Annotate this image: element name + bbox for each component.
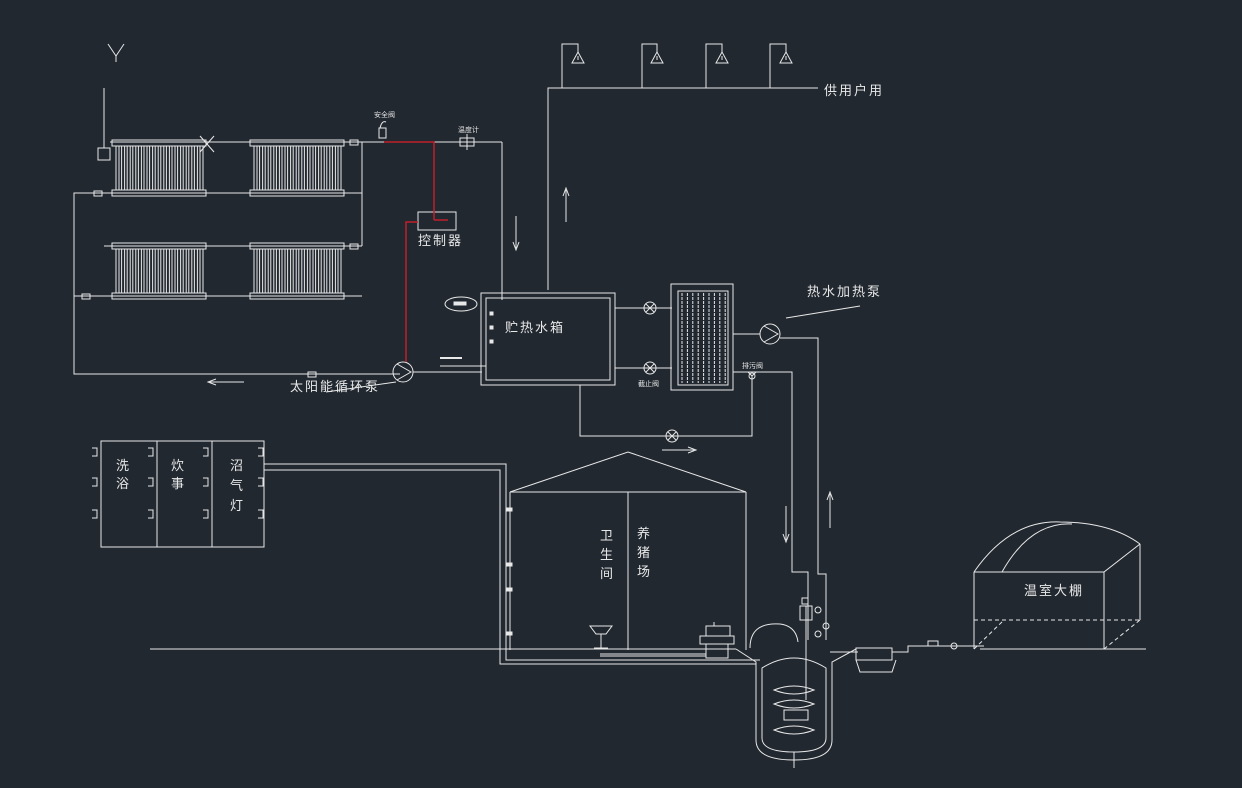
user-supply-pipe [547,43,818,290]
thermometer-label: 温度计 [458,125,479,134]
valve-label-2: 截止阀 [638,379,659,388]
storage-tank-label: 贮热水箱 [505,320,565,336]
thermometer-icon [459,134,475,150]
flow-arrow-icon [782,506,790,544]
control-lines [384,141,448,362]
controller-label: 控制器 [418,234,463,249]
greenhouse-label: 温室大棚 [1024,583,1084,599]
solar-collector-panel [111,139,207,197]
shower-head-icon [571,50,585,64]
collector-piping [73,135,503,378]
flow-arrow-icon [206,378,244,386]
greenhouse-building [973,521,1141,650]
pig-farm-label: 猪 [637,546,652,561]
flow-arrow-icon [826,490,834,528]
flow-arrow-icon [562,186,570,222]
cooking-label: 炊 [171,459,186,474]
toilet-label: 间 [600,567,615,582]
exchanger-piping [579,301,753,454]
antenna-icon [97,43,125,161]
pig-farm-building [505,451,747,650]
solar-pump-icon [325,361,482,393]
controller-box [417,211,457,231]
bath-label: 浴 [116,477,131,492]
biogas-pipe [264,463,760,665]
biogas-lamp-label: 灯 [230,499,245,514]
toilet-label: 生 [600,548,615,563]
solar-pump-label: 太阳能循环泵 [290,380,380,395]
solar-collector-panel [249,139,345,197]
heat-exchanger [670,283,734,391]
pig-farm-label: 场 [637,565,652,580]
flow-arrow-icon [512,216,520,252]
toilet-label: 卫 [600,529,615,544]
ground-line [150,648,1146,657]
solar-collector-array [111,139,345,300]
solar-collector-panel [249,242,345,300]
toilet-icon [589,625,613,649]
inlet-chamber [699,622,799,659]
biogas-lamp-label: 沼 [230,459,245,474]
shower-head-icon [650,50,664,64]
hot-water-pump-icon [733,305,861,640]
safety-valve-label: 安全阀 [374,110,395,119]
bath-label: 洗 [116,459,131,474]
pig-farm-label: 养 [637,526,652,542]
shower-head-icon [779,50,793,64]
valve-label-1: 排污阀 [742,361,763,370]
biogas-lamp-label: 气 [230,478,245,494]
hot-water-pump-label: 热水加热泵 [807,285,882,300]
cooking-label: 事 [171,477,186,492]
safety-valve-icon [378,121,387,139]
supply-users-label: 供用户用 [824,83,884,99]
solar-collector-panel [111,242,207,300]
biogas-digester [735,597,984,768]
shower-head-icon [715,50,729,64]
usage-panel [92,440,265,548]
storage-tank [440,292,616,386]
